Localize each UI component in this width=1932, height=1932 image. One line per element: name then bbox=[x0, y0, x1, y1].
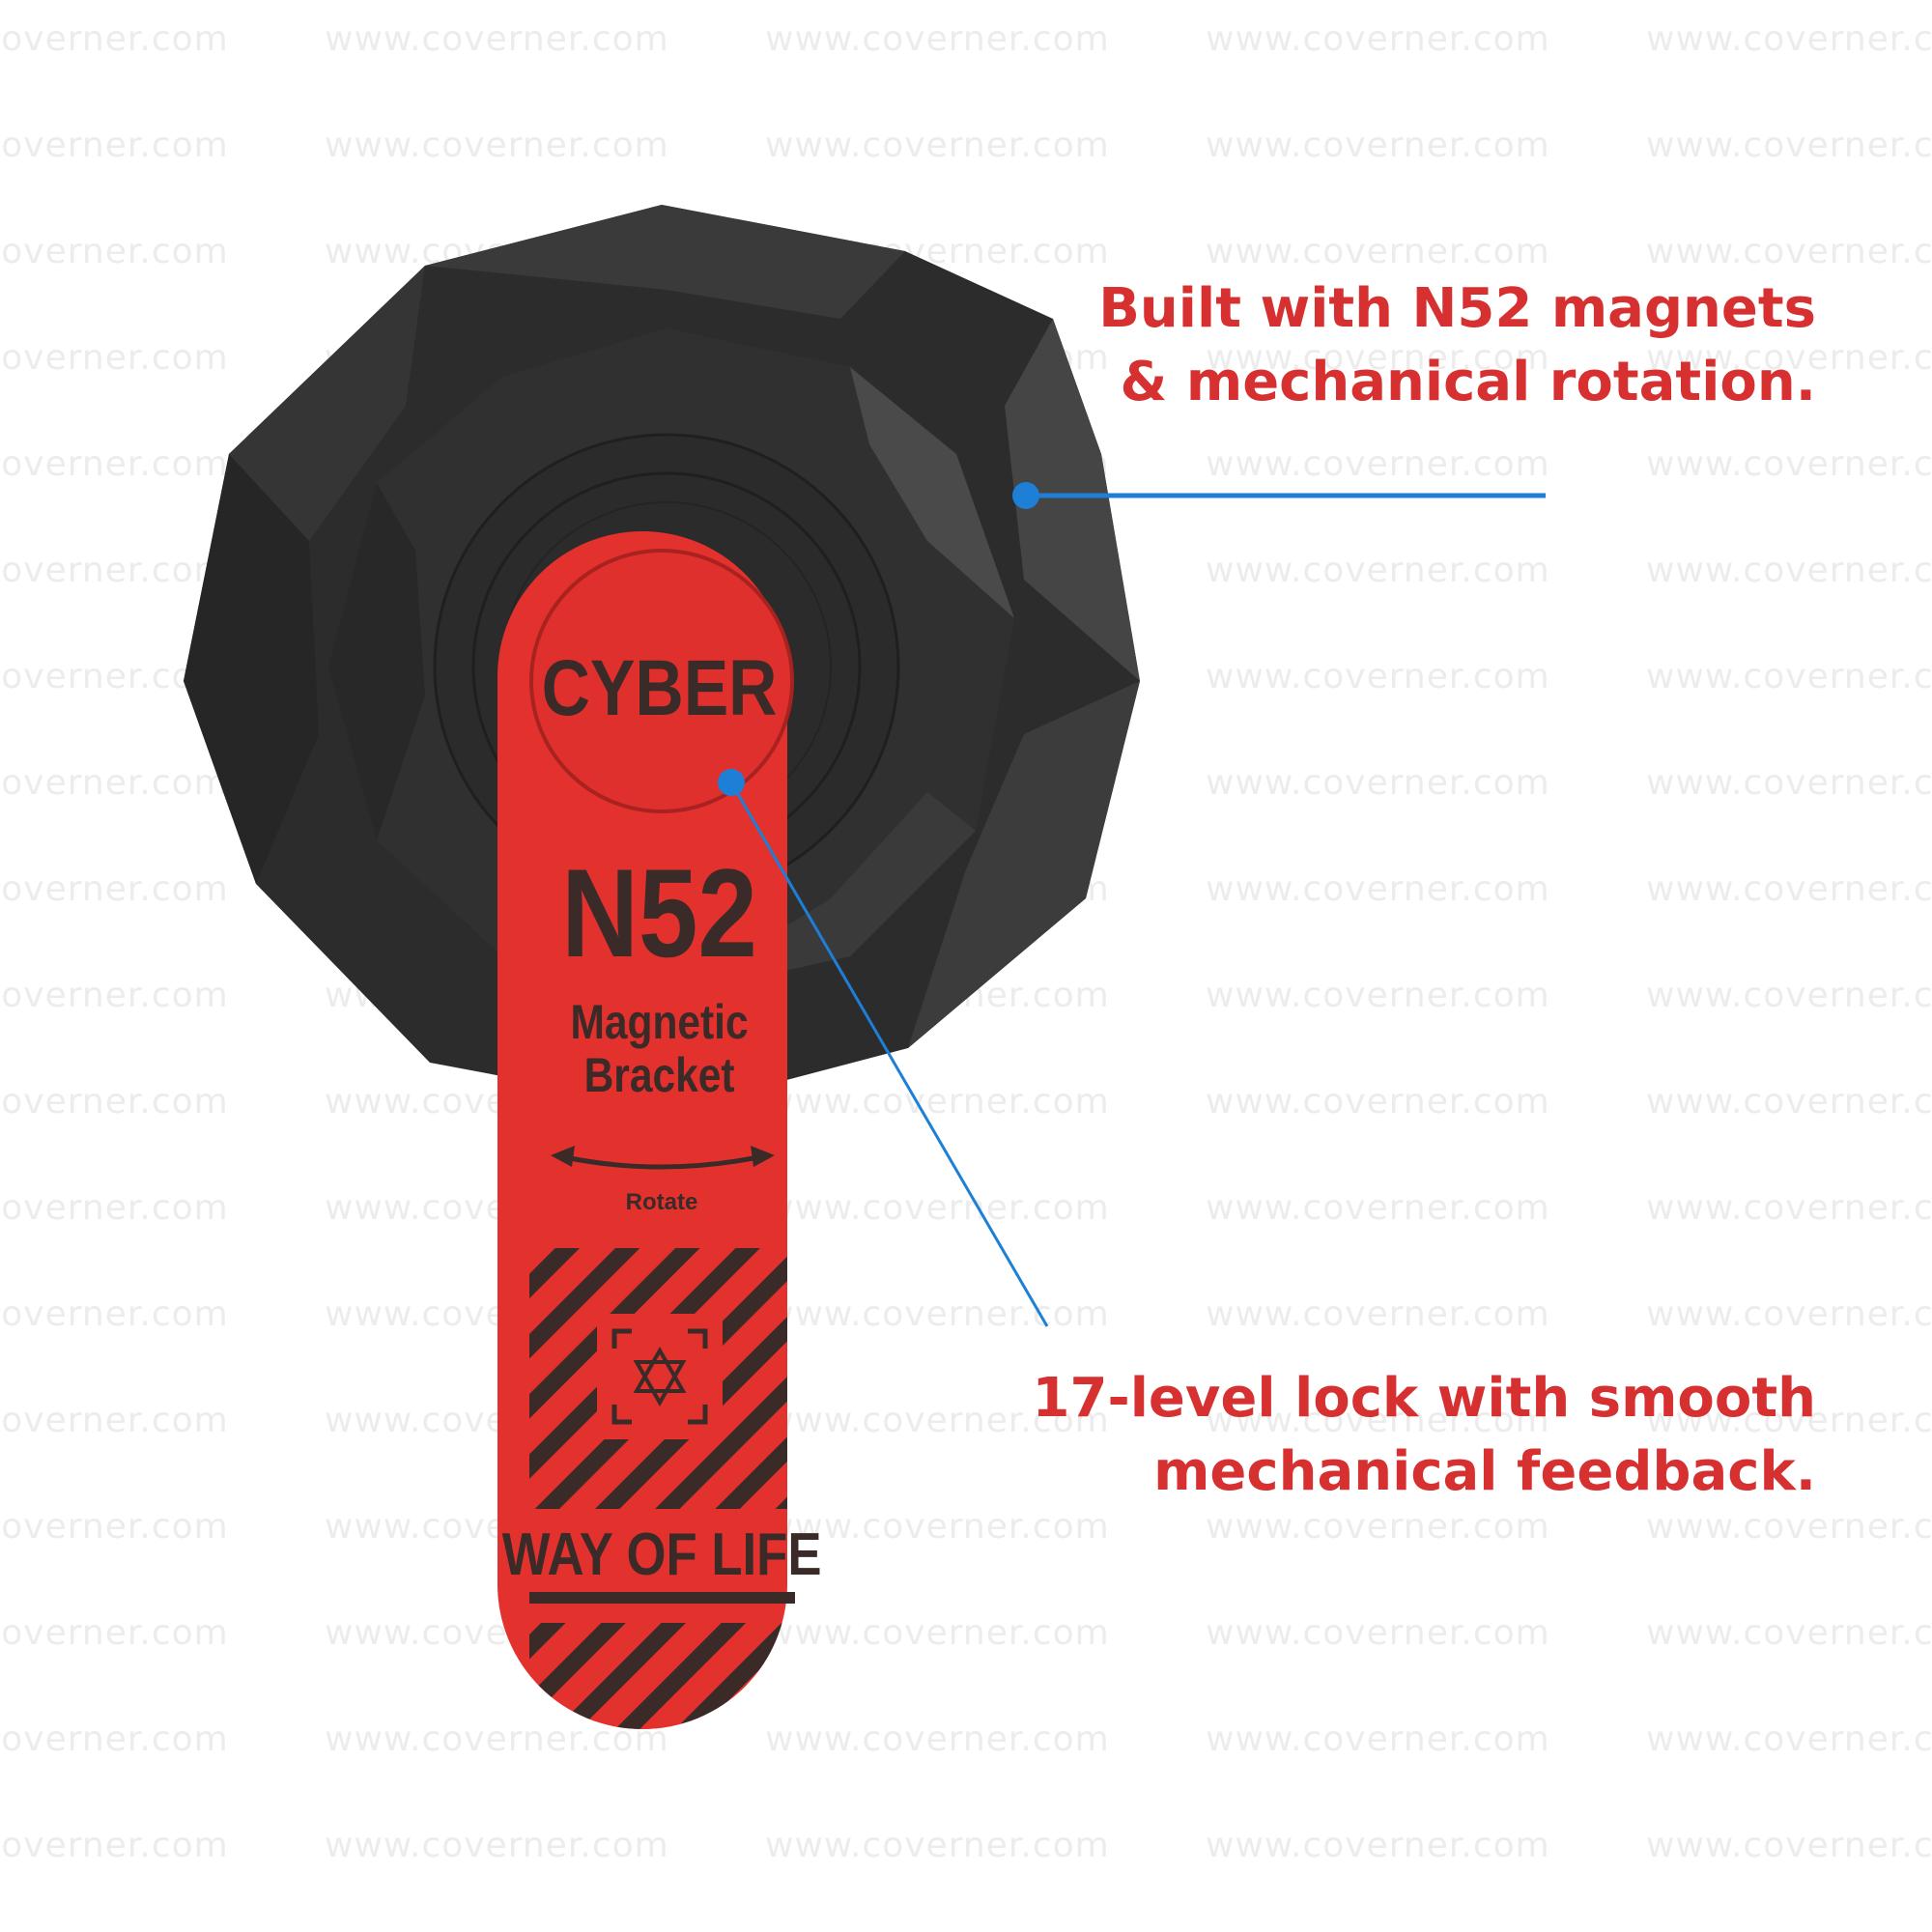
callout-lock: 17-level lock with smooth mechanical fee… bbox=[1033, 1362, 1816, 1509]
star-of-david-icon bbox=[633, 1346, 687, 1407]
strap-divider bbox=[529, 1592, 795, 1604]
strap-subtitle-line1: Magnetic bbox=[570, 995, 748, 1049]
callout-pointer-1 bbox=[1012, 482, 1546, 509]
rotate-label: Rotate bbox=[626, 1189, 698, 1215]
rotate-arrow-icon bbox=[551, 1146, 775, 1170]
strap-title: N52 bbox=[561, 843, 757, 983]
callout-2-line1: 17-level lock with smooth bbox=[1032, 1367, 1816, 1430]
callout-1-line1: Built with N52 magnets bbox=[1098, 277, 1816, 340]
emblem-frame bbox=[611, 1328, 708, 1425]
callout-magnets: Built with N52 magnets & mechanical rota… bbox=[1098, 272, 1816, 419]
callout-1-line2: & mechanical rotation. bbox=[1120, 351, 1816, 413]
bottom-label: WAY OF LIFE bbox=[502, 1521, 822, 1588]
strap-subtitle-line2: Bracket bbox=[584, 1048, 735, 1102]
callout-2-line2: mechanical feedback. bbox=[1153, 1440, 1816, 1503]
knob-label: CYBER bbox=[542, 644, 778, 733]
callout-pointer-2 bbox=[718, 769, 1049, 1327]
magnetic-strap: CYBER N52 Magnetic Bracket Rotate WAY OF… bbox=[497, 531, 822, 1729]
